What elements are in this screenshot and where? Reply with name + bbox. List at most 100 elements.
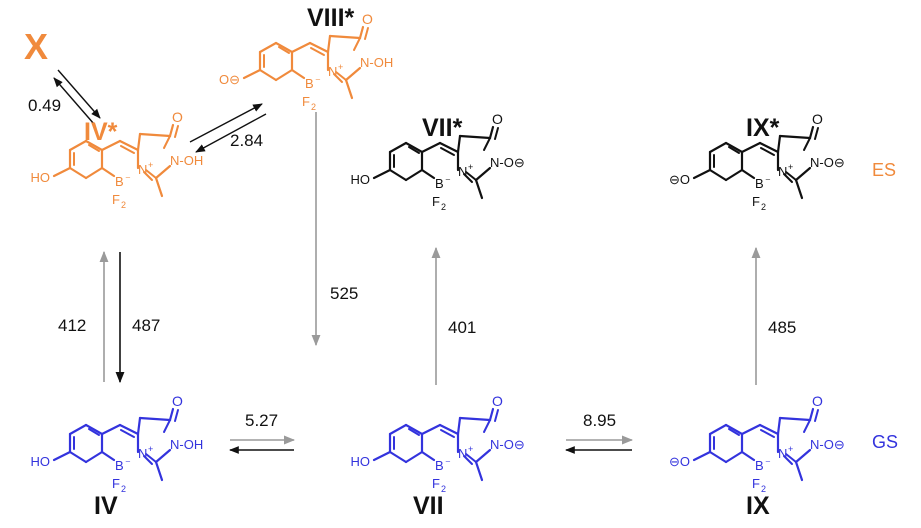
left-substituent: ⊖O [669, 454, 690, 469]
boron-charge: ⁻ [765, 176, 771, 188]
right-substituent: N-OH [170, 153, 203, 168]
fluorine-atom: F [432, 476, 440, 491]
fluorine-atom: F [112, 192, 120, 207]
bond [372, 168, 392, 180]
compound-label-ix-star: IX* [746, 114, 780, 142]
bond [438, 141, 460, 154]
ring-bond [708, 423, 728, 436]
compound-label-iv-star: IV* [84, 118, 118, 146]
ring-bond [68, 450, 88, 464]
bond [803, 137, 811, 151]
fluorine-subscript: 2 [121, 484, 126, 494]
methyl-bond [344, 78, 354, 100]
ring-bond [724, 450, 744, 464]
bond [242, 68, 262, 80]
ring-bond [388, 141, 408, 154]
fluorine-subscript: 2 [441, 202, 446, 212]
fluorine-atom: F [112, 476, 120, 491]
ring-bond [404, 168, 424, 182]
right-substituent: N-O⊖ [810, 155, 845, 170]
bond [456, 134, 462, 154]
nitrogen-atom: N [138, 446, 147, 461]
boron-charge: ⁻ [125, 174, 131, 186]
bond [420, 168, 436, 180]
bond [778, 416, 812, 422]
bond [118, 423, 140, 436]
ring-bond [68, 423, 88, 436]
double-bond [783, 173, 793, 183]
fluorine-subscript: 2 [311, 102, 316, 112]
carbonyl-bond [174, 409, 179, 422]
boron-atom: B [115, 174, 124, 189]
boron-atom: B [755, 458, 764, 473]
bond [420, 141, 442, 154]
rate-iv-down: 487 [132, 316, 161, 335]
left-substituent: O⊖ [219, 72, 240, 87]
boron-atom: B [755, 176, 764, 191]
bond [458, 134, 492, 140]
molecule-ix [692, 407, 819, 482]
bond [100, 423, 122, 436]
carbonyl-bond [808, 125, 815, 140]
boron-atom: B [115, 458, 124, 473]
bond [776, 416, 782, 436]
bond [420, 423, 442, 436]
ring-bond [274, 68, 294, 82]
double-bond [440, 147, 455, 156]
ring-bond [388, 450, 408, 464]
bond [163, 135, 171, 149]
carbonyl-bond [494, 409, 499, 422]
bond [794, 448, 812, 464]
nitrogen-charge: + [468, 444, 473, 454]
aromatic-bond [278, 46, 290, 54]
bond [100, 166, 116, 178]
arrow-iv-to-viii [189, 103, 263, 143]
carbonyl-bond [168, 123, 175, 138]
boron-charge: ⁻ [445, 176, 451, 188]
boron-atom: B [435, 176, 444, 191]
nitrogen-atom: N [458, 446, 467, 461]
state-label-es: ES [872, 160, 897, 180]
bond [328, 34, 362, 40]
arrow-x-to-iv [57, 69, 101, 119]
right-substituent: N-O⊖ [490, 437, 525, 452]
bond [438, 423, 460, 436]
bond [776, 134, 782, 154]
fluorine-atom: F [302, 94, 310, 109]
ring-bond [708, 168, 728, 182]
nitrogen-atom: N [138, 162, 147, 177]
aromatic-bond [728, 146, 740, 154]
bond [344, 66, 362, 82]
double-bond [333, 73, 343, 83]
aromatic-bond [88, 144, 100, 152]
carbonyl-bond [488, 125, 495, 140]
ring-bond [84, 166, 104, 180]
molecule-vii-star [372, 125, 499, 200]
left-substituent: HO [351, 454, 371, 469]
boron-charge: ⁻ [125, 458, 131, 470]
arrow-layer [53, 69, 761, 454]
bond [740, 423, 762, 436]
ring-bond [258, 41, 278, 54]
carbonyl-oxygen: O [492, 111, 503, 127]
bond [420, 450, 436, 462]
bond [163, 419, 171, 433]
nitrogen-atom: N [778, 446, 787, 461]
molecule-iv-star [52, 123, 179, 198]
double-bond [310, 47, 325, 56]
right-substituent: N-OH [360, 55, 393, 70]
rate-iv-up: 412 [58, 316, 87, 335]
ring-bond [404, 450, 424, 464]
right-substituent: N-O⊖ [810, 437, 845, 452]
carbonyl-oxygen: O [492, 393, 503, 409]
bond [692, 168, 712, 180]
boron-charge: ⁻ [765, 458, 771, 470]
bond [758, 141, 780, 154]
bond [456, 416, 462, 436]
double-bond [760, 147, 775, 156]
state-label-gs: GS [872, 432, 899, 452]
